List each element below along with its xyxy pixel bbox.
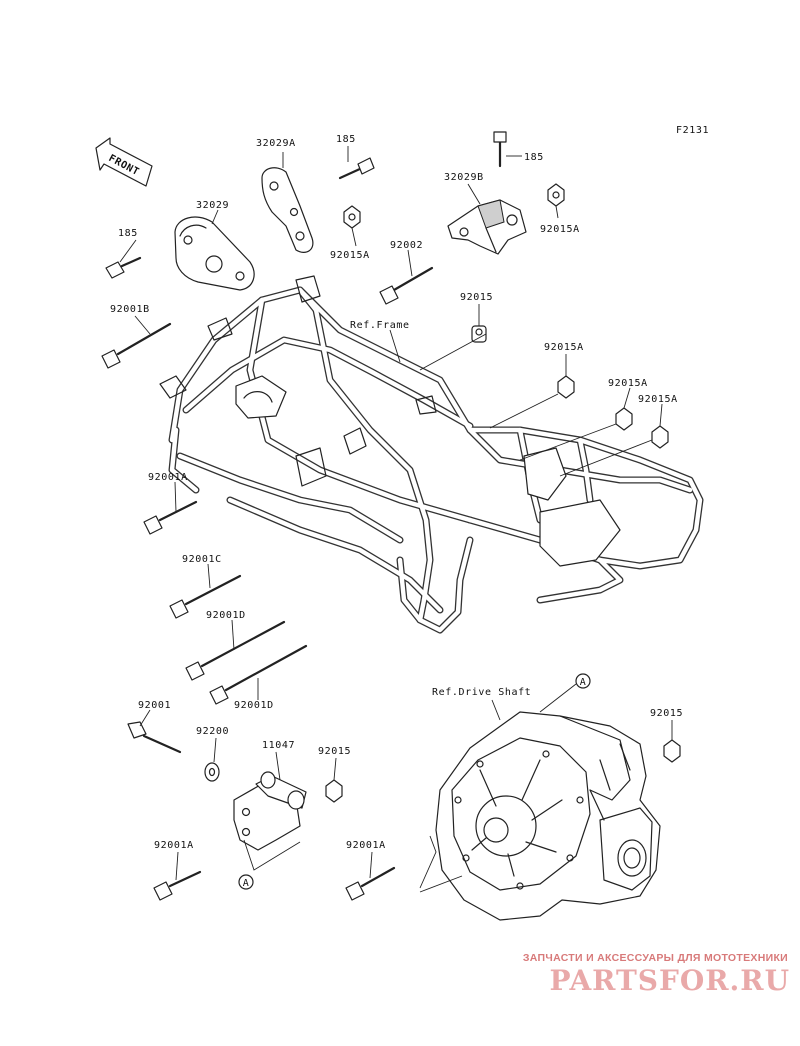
- callout-A-top: A: [575, 673, 591, 689]
- watermark-tagline: ЗАПЧАСТИ И АКСЕССУАРЫ ДЛЯ МОТОТЕХНИКИ: [522, 952, 788, 964]
- bolt-92001A-frame: [143, 500, 198, 535]
- nut-92015A-upper-right: [547, 183, 565, 207]
- bolt-185-right: [493, 131, 507, 168]
- nut-92015A-right2: [651, 425, 669, 449]
- label-92200: 92200: [196, 726, 229, 737]
- label-32029: 32029: [196, 200, 229, 211]
- svg-text:A: A: [243, 878, 250, 889]
- bolt-185-left: [105, 256, 142, 279]
- label-185-left: 185: [118, 228, 138, 239]
- label-92015-1: 92015: [460, 292, 493, 303]
- figure-code: F2131: [676, 125, 709, 136]
- label-92001A-3: 92001A: [346, 840, 386, 851]
- label-92015A-5: 92015A: [638, 394, 678, 405]
- label-92001A-1: 92001A: [148, 472, 188, 483]
- bolt-92001D-lower: [209, 644, 308, 705]
- label-92001: 92001: [138, 700, 171, 711]
- spacer-92015: [471, 325, 487, 343]
- vehicle-frame: [159, 275, 704, 634]
- bolt-92001-lower: [127, 721, 182, 754]
- nut-92015-lower-left: [325, 779, 343, 803]
- label-92001A-2: 92001A: [154, 840, 194, 851]
- watermark-logo: PARTSFOR.RU: [549, 964, 790, 997]
- engine-bracket-32029A: [261, 167, 314, 253]
- bolt-92001D-upper: [185, 620, 286, 681]
- label-92001D-1: 92001D: [206, 610, 246, 621]
- label-92001C: 92001C: [182, 554, 222, 565]
- bracket-11047: [233, 771, 307, 851]
- ref-drive-shaft-label: Ref.Drive Shaft: [432, 687, 531, 698]
- bolt-92001A-lower-left: [153, 870, 202, 901]
- label-32029B: 32029B: [444, 172, 484, 183]
- label-32029A: 32029A: [256, 138, 296, 149]
- label-11047: 11047: [262, 740, 295, 751]
- label-92001B: 92001B: [110, 304, 150, 315]
- svg-text:A: A: [580, 677, 587, 688]
- bolt-92001A-lower-right: [345, 866, 396, 901]
- front-arrow-icon: FRONT: [95, 137, 153, 187]
- nut-92015A-mid: [557, 375, 575, 399]
- label-185-top: 185: [336, 134, 356, 145]
- bolt-92002: [379, 266, 434, 305]
- leader-lines: [119, 146, 673, 893]
- label-92015-3: 92015: [318, 746, 351, 757]
- label-92002: 92002: [390, 240, 423, 251]
- callout-A-bottom: A: [238, 874, 254, 890]
- label-92015A-4: 92015A: [608, 378, 648, 389]
- bolt-92001C: [169, 574, 242, 619]
- washer-92200: [204, 762, 220, 782]
- label-92015A-1: 92015A: [330, 250, 370, 261]
- label-92015A-2: 92015A: [540, 224, 580, 235]
- label-92001D-2: 92001D: [234, 700, 274, 711]
- nut-92015-housing: [663, 739, 681, 763]
- drive-shaft-housing: [435, 711, 661, 921]
- label-92015-2: 92015: [650, 708, 683, 719]
- nut-92015A-upper-left: [343, 205, 361, 229]
- label-185-right: 185: [524, 152, 544, 163]
- ref-frame-label: Ref.Frame: [350, 320, 410, 331]
- engine-bracket-32029: [174, 216, 255, 291]
- nut-92015A-right1: [615, 407, 633, 431]
- label-92015A-3: 92015A: [544, 342, 584, 353]
- bolt-92001B: [101, 322, 172, 369]
- engine-bracket-32029B: [447, 199, 527, 255]
- bolt-185-upper: [338, 157, 375, 180]
